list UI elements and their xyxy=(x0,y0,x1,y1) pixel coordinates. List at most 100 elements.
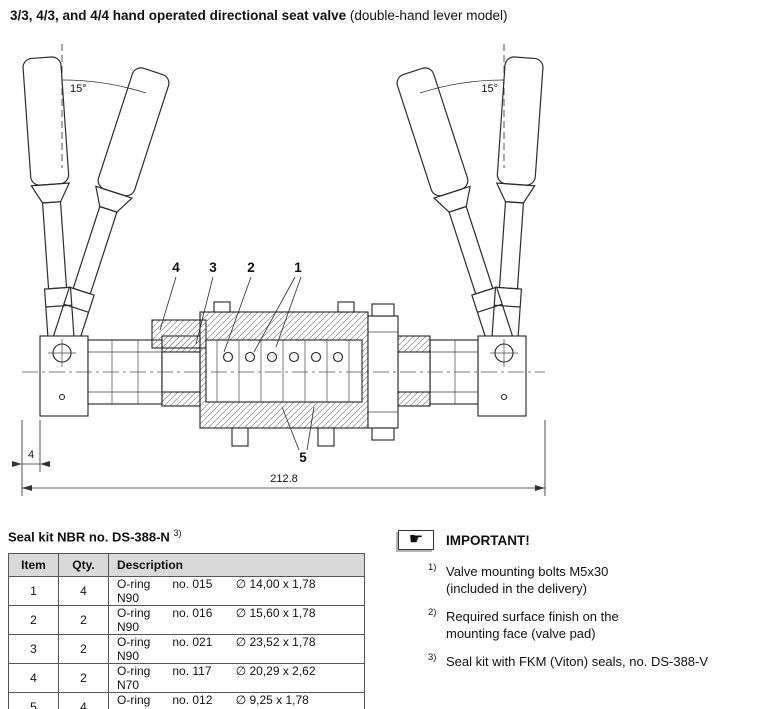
oring-grade: N70 xyxy=(117,678,140,693)
note-1: 1) Valve mounting bolts M5x30 (included … xyxy=(428,562,758,597)
callout-2: 2 xyxy=(247,260,255,275)
callout-1-leader-b xyxy=(275,276,302,348)
important-title: IMPORTANT! xyxy=(446,532,530,548)
callout-5-leader-b xyxy=(306,406,315,451)
note-3-line-1: Seal kit with FKM (Viton) seals, no. DS-… xyxy=(446,654,709,669)
valve-body xyxy=(199,301,369,447)
cell-item: 1 xyxy=(8,576,59,607)
oring-grade: N90 xyxy=(117,649,140,664)
seal-kit-section: Seal kit NBR no. DS-388-N 3) Item Qty. D… xyxy=(8,528,365,709)
seal-kit-heading-text: Seal kit NBR no. DS-388-N xyxy=(8,529,170,545)
note-1-sup: 1) xyxy=(428,562,437,573)
right-lever-position-a xyxy=(484,55,545,348)
dimension-offset-label: 4 xyxy=(28,449,34,461)
cell-item: 4 xyxy=(8,663,59,694)
right-angle-label: 15° xyxy=(481,83,498,95)
oring-size: ∅ 14,00 x 1,78 xyxy=(235,577,316,592)
table-row: 3 2 O-ring no. 021 ∅ 23,52 x 1,78 N90 xyxy=(8,634,365,665)
oring-number: no. 021 xyxy=(172,635,213,650)
oring-name: O-ring xyxy=(117,635,151,650)
page-title: 3/3, 4/3, and 4/4 hand operated directio… xyxy=(10,8,508,23)
page-title-subtitle: (double-hand lever model) xyxy=(349,8,508,23)
callout-5-leader-a xyxy=(281,406,300,451)
oring-name: O-ring xyxy=(117,577,151,592)
oring-size: ∅ 9,25 x 1,78 xyxy=(235,693,309,708)
oring-name: O-ring xyxy=(117,664,151,679)
note-1-line-1: Valve mounting bolts M5x30 xyxy=(446,564,609,579)
oring-number: no. 117 xyxy=(172,664,212,679)
note-2-sup: 2) xyxy=(428,607,437,618)
oring-size: ∅ 23,52 x 1,78 xyxy=(235,635,316,650)
header-qty: Qty. xyxy=(58,553,109,578)
cell-description: O-ring no. 015 ∅ 14,00 x 1,78 N90 xyxy=(108,576,365,607)
left-angle-arc xyxy=(61,79,147,94)
callout-2-leader xyxy=(223,276,252,353)
note-2-line-2: mounting face (valve pad) xyxy=(446,626,596,641)
note-2-line-1: Required surface finish on the xyxy=(446,609,619,624)
seal-kit-heading-sup: 3) xyxy=(173,528,182,538)
left-end-cap xyxy=(151,319,207,349)
cell-description: O-ring no. 021 ∅ 23,52 x 1,78 N90 xyxy=(108,634,365,665)
left-end-block xyxy=(39,335,89,417)
note-2: 2) Required surface finish on the mounti… xyxy=(428,607,758,642)
oring-size: ∅ 15,60 x 1,78 xyxy=(235,606,316,621)
callout-4: 4 xyxy=(172,260,180,275)
seal-kit-heading: Seal kit NBR no. DS-388-N 3) xyxy=(8,528,365,544)
cell-description: O-ring no. 012 ∅ 9,25 x 1,78 N90 xyxy=(108,692,365,709)
cell-qty: 4 xyxy=(58,576,109,607)
cell-qty: 2 xyxy=(58,634,109,665)
oring-grade: N90 xyxy=(117,591,140,606)
cell-qty: 4 xyxy=(58,692,109,709)
oring-grade: N90 xyxy=(117,707,149,709)
left-tube xyxy=(87,339,163,405)
header-description: Description xyxy=(108,553,365,578)
note-2-text: Required surface finish on the mounting … xyxy=(446,608,619,642)
oring-number: no. 012 xyxy=(172,693,213,708)
oring-name: O-ring xyxy=(117,693,151,708)
note-1-text: Valve mounting bolts M5x30 (included in … xyxy=(446,563,608,597)
callout-4-leader xyxy=(159,276,177,331)
valve-technical-drawing: 15° 15° xyxy=(12,44,546,496)
pointing-hand-icon: ☛ xyxy=(398,530,434,550)
note-3-sup: 3) xyxy=(428,652,437,663)
oring-name: O-ring xyxy=(117,606,151,621)
table-row: 2 2 O-ring no. 016 ∅ 15,60 x 1,78 N90 xyxy=(8,605,365,636)
oring-number: no. 015 xyxy=(172,577,213,592)
important-section: ☛ IMPORTANT! 1) Valve mounting bolts M5x… xyxy=(398,530,758,670)
cell-qty: 2 xyxy=(58,605,109,636)
left-angle-label: 15° xyxy=(70,83,87,95)
callout-1-leader-a xyxy=(253,276,296,353)
callout-3: 3 xyxy=(209,260,217,275)
cell-item: 3 xyxy=(8,634,59,665)
cell-description: O-ring no. 117 ∅ 20,29 x 2,62 N70 xyxy=(108,663,365,694)
cell-description: O-ring no. 016 ∅ 15,60 x 1,78 N90 xyxy=(108,605,365,636)
left-lever-position-a xyxy=(21,55,82,348)
page-title-main: 3/3, 4/3, and 4/4 hand operated directio… xyxy=(10,8,347,23)
seal-kit-table: Item Qty. Description 1 4 O-ring no. 015… xyxy=(8,553,365,709)
cell-item: 2 xyxy=(8,605,59,636)
callout-3-leader xyxy=(195,276,214,345)
bottom-section: Seal kit NBR no. DS-388-N 3) Item Qty. D… xyxy=(0,528,763,709)
note-1-line-2: (included in the delivery) xyxy=(446,581,587,596)
oring-grade: N90 xyxy=(117,620,140,635)
right-gland xyxy=(397,335,431,407)
note-3-text: Seal kit with FKM (Viton) seals, no. DS-… xyxy=(446,653,708,670)
header-item: Item xyxy=(8,553,59,578)
callout-1: 1 xyxy=(294,260,302,275)
table-header-row: Item Qty. Description xyxy=(8,553,365,578)
callout-5: 5 xyxy=(299,450,307,465)
dimension-offset: 4 xyxy=(12,420,50,496)
oring-size: ∅ 20,29 x 2,62 xyxy=(235,664,316,679)
table-row: 5 4 O-ring no. 012 ∅ 9,25 x 1,78 N90 xyxy=(8,692,365,709)
oring-number: no. 016 xyxy=(172,606,213,621)
right-end-block xyxy=(477,335,527,417)
cell-item: 5 xyxy=(8,692,59,709)
table-row: 1 4 O-ring no. 015 ∅ 14,00 x 1,78 N90 xyxy=(8,576,365,607)
note-3: 3) Seal kit with FKM (Viton) seals, no. … xyxy=(428,652,758,670)
cell-qty: 2 xyxy=(58,663,109,694)
table-row: 4 2 O-ring no. 117 ∅ 20,29 x 2,62 N70 xyxy=(8,663,365,694)
important-notes: 1) Valve mounting bolts M5x30 (included … xyxy=(428,562,758,670)
dimension-overall: 212.8 xyxy=(22,420,546,496)
important-header: ☛ IMPORTANT! xyxy=(398,530,758,550)
